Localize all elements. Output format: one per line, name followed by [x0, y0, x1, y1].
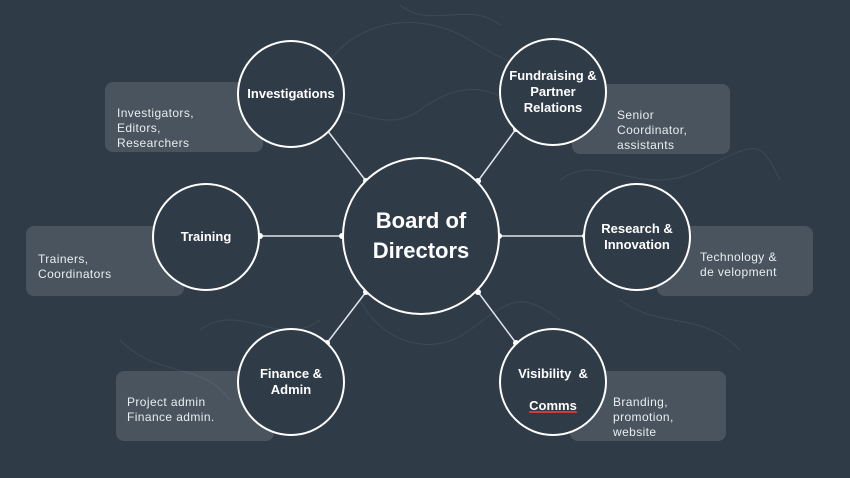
description-visibility-text: Branding, promotion, website — [613, 395, 674, 439]
node-visibility: Visibility & Comms — [499, 328, 607, 436]
description-training-text: Trainers, Coordinators — [38, 252, 112, 281]
connector-visibility — [477, 291, 517, 344]
node-finance: Finance & Admin — [237, 328, 345, 436]
description-fundraising-text: Senior Coordinator, assistants — [617, 108, 688, 152]
node-investigations: Investigations — [237, 40, 345, 148]
connector-finance — [326, 291, 367, 344]
description-research-text: Technology & de velopment — [700, 250, 777, 279]
node-research: Research & Innovation — [583, 183, 691, 291]
node-visibility-label: Visibility & Comms — [518, 350, 588, 414]
node-fundraising: Fundraising & Partner Relations — [499, 38, 607, 146]
node-board-of-directors: Board of Directors — [342, 157, 500, 315]
node-training: Training — [152, 183, 260, 291]
node-finance-label: Finance & Admin — [259, 366, 323, 397]
description-investigations-text: Investigators, Editors, Researchers — [117, 106, 194, 150]
connector-investigations — [326, 129, 367, 182]
node-investigations-label: Investigations — [247, 86, 335, 101]
node-training-label: Training — [180, 229, 232, 244]
node-board-of-directors-label: Board of Directors — [372, 208, 470, 263]
node-visibility-label-line1: Visibility & — [518, 366, 588, 381]
description-investigations: Investigators, Editors, Researchers — [105, 82, 263, 152]
connector-fundraising — [477, 128, 517, 182]
description-finance-text: Project admin Finance admin. — [127, 395, 215, 424]
node-visibility-label-line2: Comms — [529, 398, 577, 413]
node-fundraising-label: Fundraising & Partner Relations — [509, 68, 597, 115]
node-research-label: Research & Innovation — [601, 221, 673, 252]
